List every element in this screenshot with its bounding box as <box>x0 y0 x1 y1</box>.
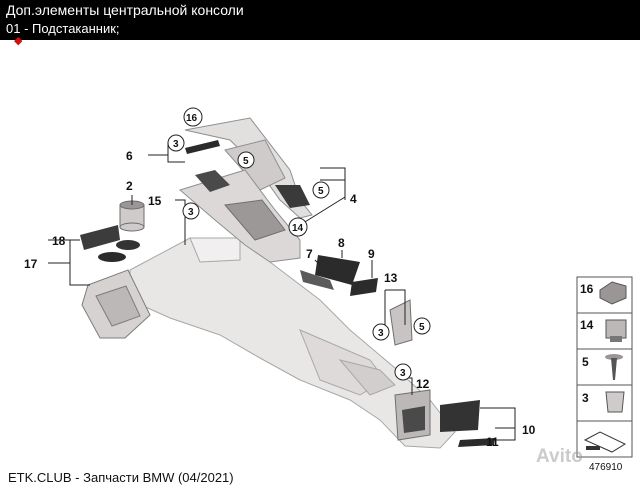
circled-callout-5-right[interactable]: 5 <box>312 181 330 199</box>
legend-item-16[interactable]: 16 <box>580 281 627 305</box>
legend-item-14[interactable]: 14 <box>580 318 627 342</box>
part-small-trims[interactable] <box>185 140 495 447</box>
header-bar: Доп.элементы центральной консоли 01 - По… <box>0 0 640 40</box>
part-cylinder[interactable] <box>119 200 145 232</box>
callout-11[interactable]: 11 <box>486 435 499 449</box>
callout-18[interactable]: 18 <box>52 234 66 248</box>
svg-text:3: 3 <box>173 139 179 150</box>
svg-text:3: 3 <box>582 391 589 405</box>
circled-callout-3-low[interactable]: 3 <box>394 363 412 381</box>
callout-12[interactable]: 12 <box>416 377 430 391</box>
svg-text:3: 3 <box>188 207 194 218</box>
part-trim-top[interactable] <box>184 117 313 219</box>
circled-callout-5-top[interactable]: 5 <box>237 151 255 169</box>
legend-item-3[interactable]: 3 <box>582 391 625 413</box>
footer-caption: ETK.CLUB - Запчасти BMW (04/2021) <box>8 470 234 485</box>
part-cup-insert[interactable] <box>80 225 140 262</box>
svg-text:14: 14 <box>292 223 304 234</box>
callout-2[interactable]: 2 <box>126 179 133 193</box>
callout-17[interactable]: 17 <box>24 257 38 271</box>
circled-callout-3-mid[interactable]: 3 <box>372 323 390 341</box>
circled-callout-3-top[interactable]: 3 <box>167 134 185 152</box>
svg-text:16: 16 <box>580 282 594 296</box>
svg-text:16: 16 <box>186 113 198 124</box>
svg-text:5: 5 <box>582 355 589 369</box>
diagram-reference-id: 476910 <box>589 462 623 473</box>
svg-text:3: 3 <box>378 328 384 339</box>
svg-text:5: 5 <box>243 156 249 167</box>
part-cupholder[interactable] <box>81 269 151 339</box>
callout-6[interactable]: 6 <box>126 149 133 163</box>
svg-text:14: 14 <box>580 318 594 332</box>
part-lower-trays[interactable] <box>389 299 480 441</box>
parts-diagram: 2 4 6 7 8 9 10 11 12 13 15 17 18 16 3 5 … <box>24 107 633 458</box>
fastener-legend-panel: 16 14 5 3 <box>576 276 633 458</box>
console-body <box>129 237 456 449</box>
svg-text:3: 3 <box>400 368 406 379</box>
callout-9[interactable]: 9 <box>368 247 375 261</box>
svg-text:5: 5 <box>419 322 425 333</box>
legend-item-tool[interactable] <box>583 431 627 453</box>
circled-callout-5-mid[interactable]: 5 <box>413 317 431 335</box>
callout-10[interactable]: 10 <box>522 423 536 437</box>
avito-watermark: Avito <box>536 446 583 467</box>
callout-7[interactable]: 7 <box>306 247 313 261</box>
svg-text:5: 5 <box>318 186 324 197</box>
circled-callout-14[interactable]: 14 <box>288 217 308 237</box>
callout-13[interactable]: 13 <box>384 271 398 285</box>
page-title: Доп.элементы центральной консоли <box>6 2 244 18</box>
selection-marker-icon: ◆ <box>14 35 23 47</box>
callout-8[interactable]: 8 <box>338 236 345 250</box>
legend-item-5[interactable]: 5 <box>582 354 623 380</box>
callout-4[interactable]: 4 <box>350 192 357 206</box>
part-trim-middle[interactable] <box>178 169 301 263</box>
selected-part-subtitle[interactable]: 01 - Подстаканник; <box>6 21 120 36</box>
circled-callout-16[interactable]: 16 <box>183 107 203 127</box>
callout-15[interactable]: 15 <box>148 194 162 208</box>
circled-callout-3-left[interactable]: 3 <box>182 202 200 220</box>
